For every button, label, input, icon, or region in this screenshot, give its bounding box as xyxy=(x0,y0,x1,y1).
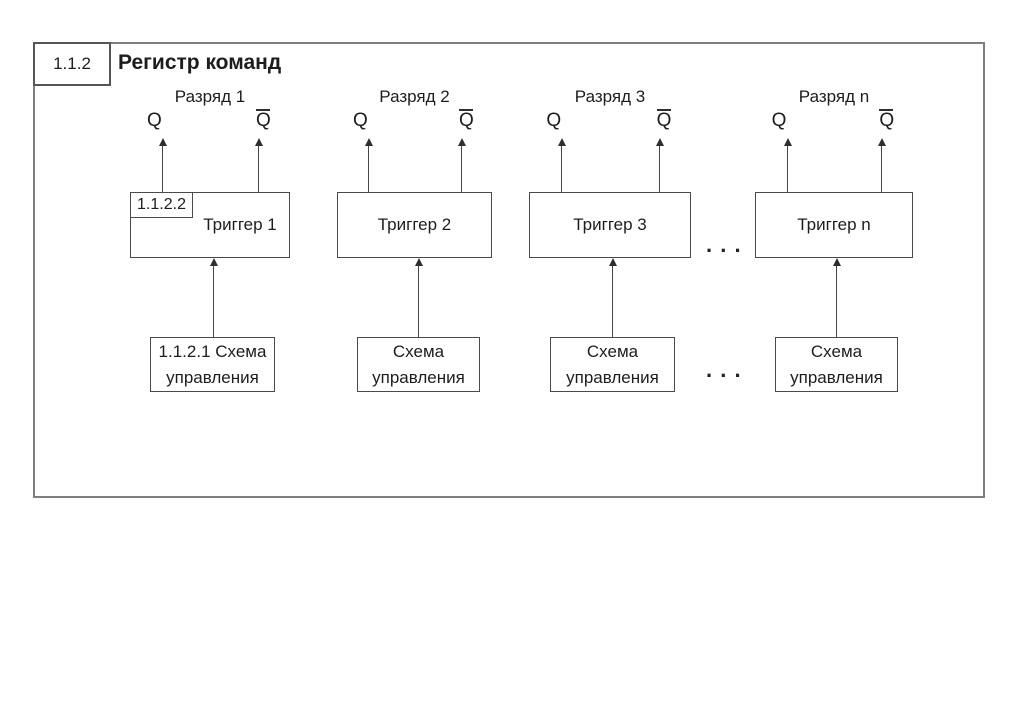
bit-label: Разряд 1 xyxy=(174,87,246,106)
control-box-3: Схема управления xyxy=(550,337,675,392)
q-inverted-arrow-line xyxy=(461,146,462,192)
diagram-ref-label-box: 1.1.2 xyxy=(33,42,111,86)
control-box-n: Схема управления xyxy=(775,337,898,392)
control-label-line2: управления xyxy=(566,367,659,387)
bit-label: Разряд 3 xyxy=(574,87,646,106)
q-arrow-line xyxy=(561,146,563,192)
q-arrowhead-icon xyxy=(159,138,167,146)
q-inverted-overbar xyxy=(879,109,894,111)
control-arrow-line xyxy=(612,266,613,337)
control-arrowhead-icon xyxy=(415,258,423,266)
control-box-2: Схема управления xyxy=(357,337,480,392)
trigger-ref-label-box: 1.1.2.2 xyxy=(130,192,193,218)
trigger-label: Триггер n xyxy=(797,215,871,234)
q-inverted-arrow-line xyxy=(881,146,883,192)
bit-label: Разряд n xyxy=(798,87,870,106)
q-output-label: Q xyxy=(546,110,562,131)
trigger-label: Триггер 2 xyxy=(377,215,452,234)
control-label-line1: Схема xyxy=(392,341,445,361)
trigger-box-2: Триггер 2 xyxy=(337,192,492,258)
q-inverted-output-label: Q xyxy=(459,110,474,131)
control-arrow-line xyxy=(213,266,214,337)
control-label-line2: управления xyxy=(790,367,883,387)
trigger-label: Триггер 3 xyxy=(573,215,647,234)
trigger-label: Триггер 1 xyxy=(203,215,277,234)
control-arrow-line xyxy=(418,266,419,337)
control-label-line1: Схема xyxy=(810,341,863,361)
q-inverted-arrowhead-icon xyxy=(458,138,466,146)
ellipsis-control-row: . . . xyxy=(706,357,742,382)
trigger-box-n: Триггер n xyxy=(755,192,913,258)
q-inverted-output-label: Q xyxy=(256,110,271,131)
q-inverted-arrowhead-icon xyxy=(655,138,664,146)
q-output-label: Q xyxy=(771,110,787,131)
q-arrowhead-icon xyxy=(558,138,567,146)
q-inverted-overbar xyxy=(256,109,270,111)
q-inverted-arrow-line xyxy=(258,146,259,192)
q-arrow-line xyxy=(368,146,369,192)
control-arrowhead-icon xyxy=(210,258,218,266)
control-label-line2: управления xyxy=(372,367,465,387)
control-arrow-line xyxy=(836,266,837,337)
q-inverted-arrowhead-icon xyxy=(878,138,887,146)
q-inverted-overbar xyxy=(656,109,671,111)
q-arrow-line xyxy=(786,146,788,192)
ellipsis-trigger-row: . . . xyxy=(706,232,742,257)
q-inverted-overbar xyxy=(459,109,473,111)
control-arrowhead-icon xyxy=(609,258,617,266)
q-inverted-arrowhead-icon xyxy=(255,138,263,146)
q-inverted-arrow-line xyxy=(658,146,660,192)
control-box-1: 1.1.2.1 Схема управления xyxy=(150,337,275,392)
control-label-line1: Схема xyxy=(586,341,639,361)
bit-column-1: Разряд 1 Q Q Триггер 1 1.1.2.2 1.1.2.1 С… xyxy=(130,87,290,392)
page-title: Регистр команд xyxy=(118,51,282,74)
q-output-label: Q xyxy=(147,110,162,131)
q-inverted-output-label: Q xyxy=(879,110,895,131)
q-arrow-line xyxy=(162,146,163,192)
bit-column-3: Разряд 3 Q Q Триггер 3 Схема управления xyxy=(529,87,691,392)
trigger-box-3: Триггер 3 xyxy=(529,192,691,258)
diagram-ref-label: 1.1.2 xyxy=(53,54,91,73)
bit-column-n: Разряд n Q Q Триггер n Схема управления xyxy=(755,87,913,392)
control-arrowhead-icon xyxy=(833,258,841,266)
diagram-frame xyxy=(33,42,985,498)
q-arrowhead-icon xyxy=(365,138,373,146)
bit-label: Разряд 2 xyxy=(379,87,450,106)
q-inverted-output-label: Q xyxy=(656,110,672,131)
q-arrowhead-icon xyxy=(783,138,792,146)
trigger-ref-label: 1.1.2.2 xyxy=(137,196,186,213)
bit-column-2: Разряд 2 Q Q Триггер 2 Схема управления xyxy=(337,87,492,392)
control-label-line2: управления xyxy=(166,367,259,387)
q-output-label: Q xyxy=(353,110,368,131)
control-label-line1: 1.1.2.1 Схема xyxy=(158,341,267,361)
